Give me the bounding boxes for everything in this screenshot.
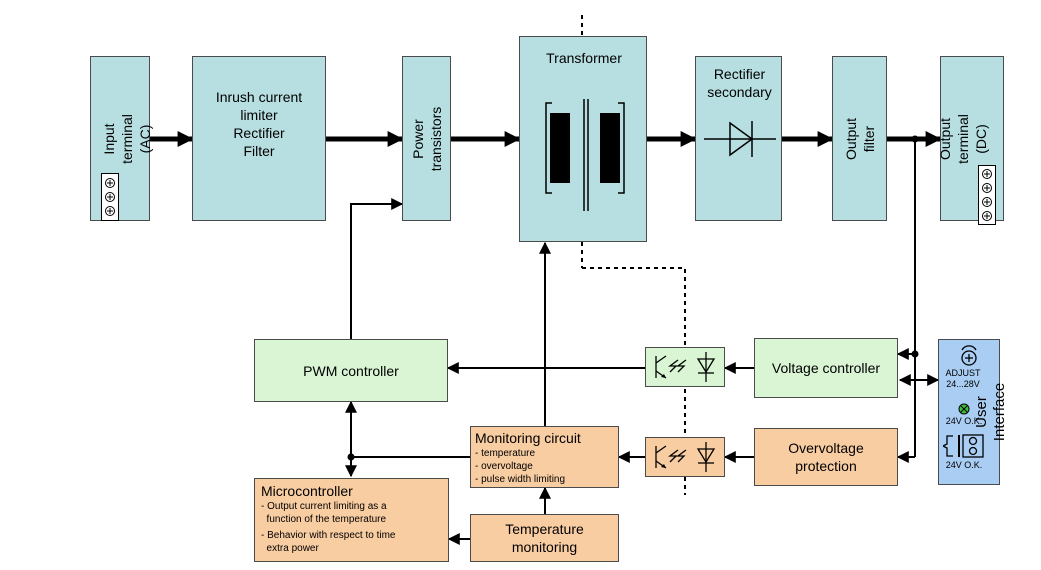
user-interface-label: User Interface [973, 382, 1008, 442]
ok-contact-label: 24V O.K. [945, 460, 983, 470]
output-filter-block: Output filter [832, 56, 887, 221]
output-terminal-dc-block: Output terminal (DC) [937, 56, 1004, 225]
overvoltage-protection-block: Overvoltage protection [754, 428, 898, 486]
voltage-controller-block: Voltage controller [754, 338, 898, 398]
ok-led-label: 24V O.K. [945, 416, 983, 426]
input-terminal-ac-block: Input terminal (AC) [90, 56, 153, 221]
adjust-potentiometer-icon [961, 345, 977, 366]
optocoupler-overvoltage [645, 437, 725, 477]
ok-led-icon [958, 403, 970, 415]
pwm-controller-block: PWM controller [254, 339, 448, 402]
isolation-line [581, 15, 686, 495]
user-interface-panel: User Interface ADJUST 24...28V 24V O.K. … [938, 339, 1008, 485]
dc-terminal-connector-icon [978, 165, 996, 225]
ok-relay-contact-icon [943, 434, 984, 458]
power-transistors-label: Power transistors [409, 106, 444, 172]
pwm-controller-label: PWM controller [303, 362, 399, 379]
temperature-monitoring-label: Temperature monitoring [505, 521, 584, 555]
rectifier-secondary-block: Rectifier secondary [695, 56, 782, 221]
monitoring-item-temperature: - temperature [475, 448, 536, 459]
temperature-monitoring-block: Temperature monitoring [470, 514, 619, 562]
inrush-current-limiter-block: Inrush current limiter Rectifier Filter [192, 56, 326, 221]
transformer-block: Transformer [519, 36, 647, 242]
transformer-symbol-icon [545, 99, 625, 211]
ac-terminal-connector-icon [101, 173, 119, 221]
junction-dots [347, 135, 919, 461]
rectifier-secondary-label: Rectifier secondary [707, 66, 772, 100]
inrush-block-label: Inrush current limiter Rectifier Filter [215, 88, 303, 159]
signal-lines [345, 139, 940, 545]
output-filter-label: Output filter [842, 117, 877, 160]
monitoring-circuit-title: Monitoring circuit [475, 430, 581, 446]
output-terminal-label: Output terminal (DC) [937, 113, 989, 164]
transformer-label: Transformer [546, 50, 622, 66]
microcontroller-item-current-limiting: - Output current limiting as a function … [261, 501, 387, 525]
microcontroller-title: Microcontroller [261, 483, 353, 499]
power-transistors-block: Power transistors [402, 56, 451, 221]
monitoring-item-overvoltage: - overvoltage [475, 461, 533, 472]
diode-icon [704, 121, 776, 157]
monitoring-circuit-block: Monitoring circuit - temperature - overv… [470, 426, 619, 488]
monitoring-item-pulse-width: - pulse width limiting [475, 474, 566, 485]
input-terminal-label: Input terminal (AC) [101, 113, 153, 164]
monitoring-circuit-list: - temperature - overvoltage - pulse widt… [475, 447, 614, 486]
microcontroller-item-extra-power: - Behavior with respect to time extra po… [261, 530, 396, 554]
microcontroller-block: Microcontroller - Output current limitin… [254, 478, 449, 562]
adjust-label: ADJUST 24...28V [945, 368, 981, 389]
optocoupler-icon [655, 442, 716, 472]
optocoupler-icon [655, 352, 716, 382]
optocoupler-voltage-feedback [645, 347, 725, 387]
overvoltage-protection-label: Overvoltage protection [788, 440, 864, 474]
microcontroller-list: - Output current limiting as a function … [261, 500, 442, 555]
voltage-controller-label: Voltage controller [771, 360, 881, 376]
